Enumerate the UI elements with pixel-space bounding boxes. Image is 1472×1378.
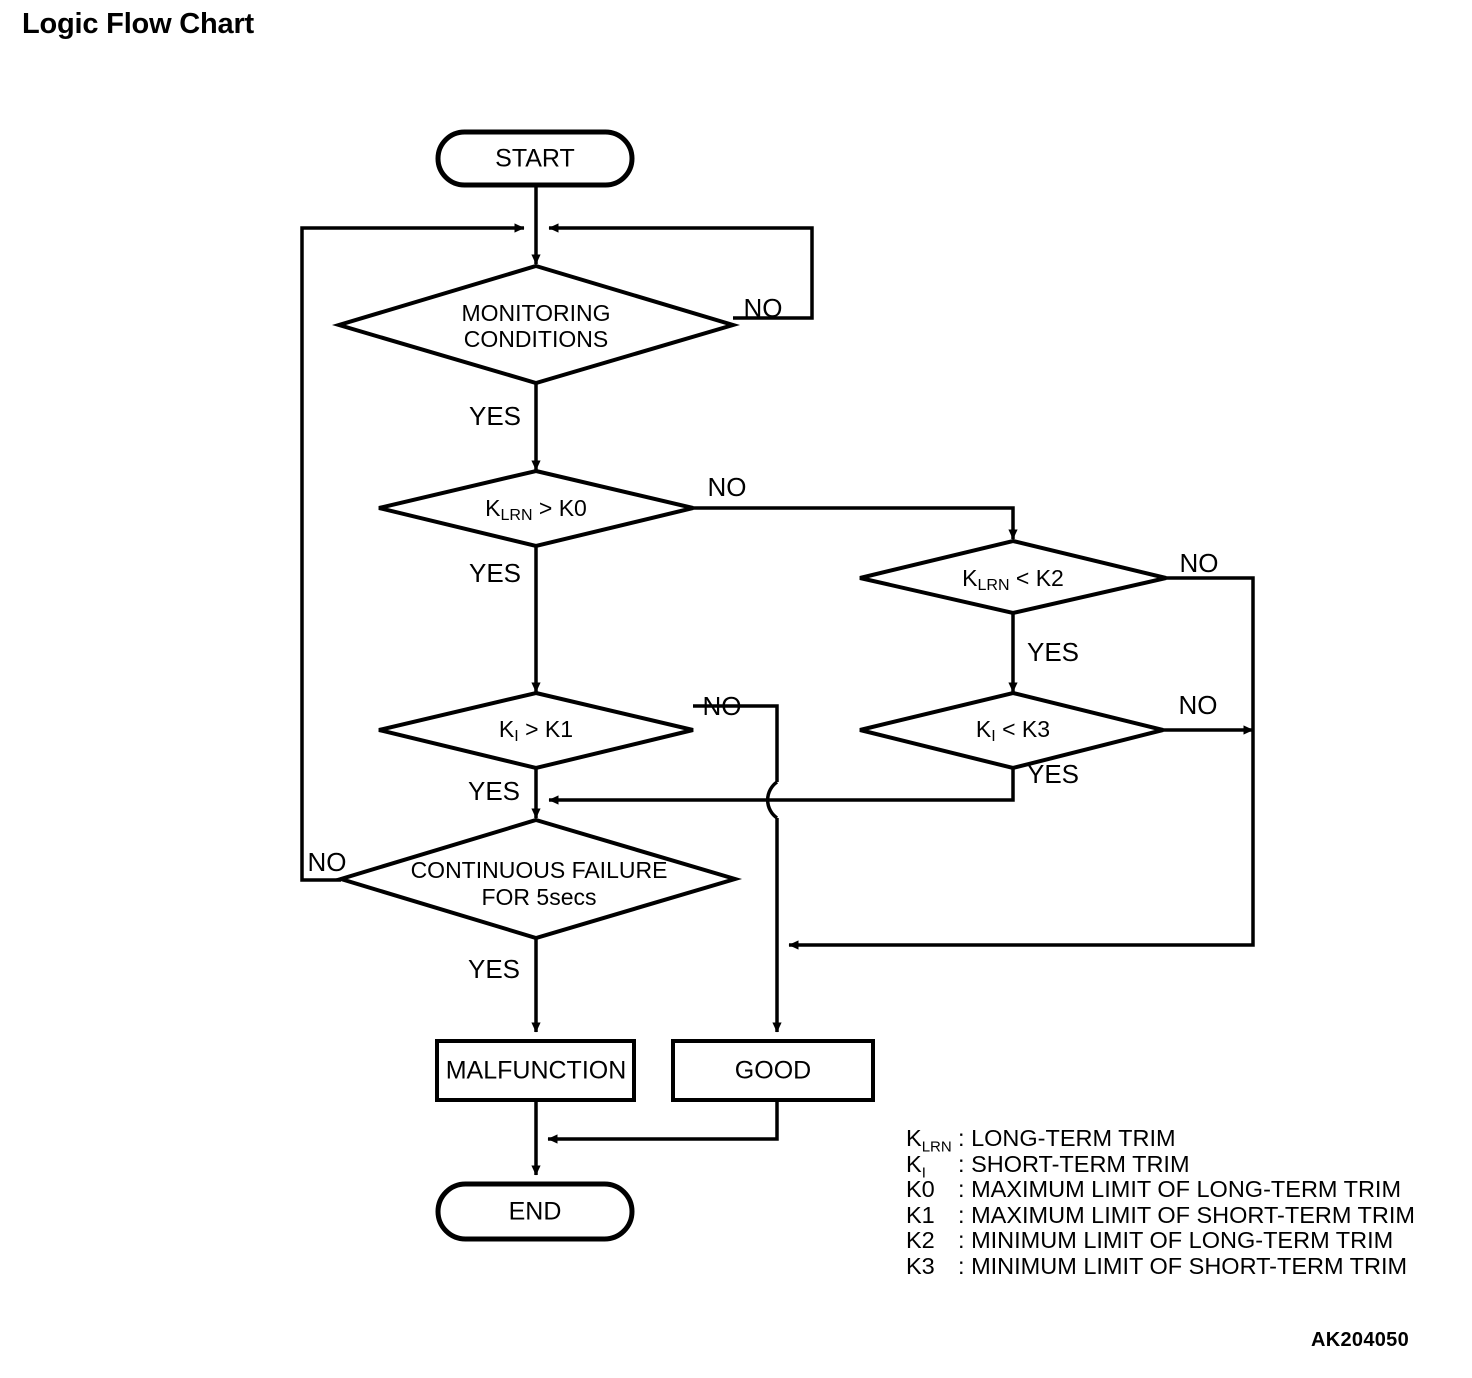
node-ki-lt-k3: KI < K3 (859, 690, 1164, 771)
legend-separator: : (958, 1201, 965, 1228)
legend-description: SHORT-TERM TRIM (971, 1150, 1190, 1177)
legend-symbol: KLRN (906, 1125, 952, 1156)
legend-description: MINIMUM LIMIT OF LONG-TERM TRIM (971, 1227, 1394, 1253)
node-ki-lt-k3-subscript: I (991, 728, 995, 745)
legend-row: KLRN: LONG-TERM TRIM (906, 1125, 1415, 1155)
legend-description: MAXIMUM LIMIT OF LONG-TERM TRIM (971, 1176, 1402, 1202)
legend-row: KI: SHORT-TERM TRIM (906, 1150, 1415, 1181)
node-klrn-gt-k0: KLRN > K0 (378, 468, 694, 549)
edge-continuous-failure-no-loop (300, 223, 525, 882)
edge-good-to-end (547, 1100, 779, 1144)
node-start-label: START (495, 145, 575, 173)
node-monitoring-conditions: MONITORING CONDITIONS (331, 263, 741, 386)
node-klrn-lt-k2-rest: < K2 (1010, 565, 1064, 591)
node-ki-gt-k1-label: KI > K1 (499, 716, 573, 745)
edge-ki-k3-yes-to-continuous (548, 768, 1015, 805)
legend-symbol: K2 (906, 1227, 935, 1253)
legend-description: MINIMUM LIMIT OF SHORT-TERM TRIM (971, 1252, 1408, 1279)
node-good: GOOD (671, 1039, 875, 1102)
node-ki-gt-k1: KI > K1 (378, 690, 694, 771)
edge-right-bus-to-good (788, 730, 1255, 950)
branch-label-continuous-failure-yes: YES (468, 954, 520, 984)
legend: KLRN: LONG-TERM TRIM KI: SHORT-TERM TRIM… (906, 1125, 1415, 1280)
edge-klrn-k2-no (1166, 576, 1255, 730)
node-klrn-lt-k2-subscript: LRN (977, 577, 1009, 594)
line-jump-hop-arc (765, 780, 779, 820)
legend-symbol: KI (906, 1150, 926, 1182)
branch-label-monitoring-yes: YES (469, 401, 521, 431)
legend-description: MAXIMUM LIMIT OF SHORT-TERM TRIM (971, 1201, 1415, 1228)
branch-label-monitoring-no: NO (744, 293, 783, 323)
node-monitoring-label-line2: CONDITIONS (464, 326, 608, 352)
legend-row: K2: MINIMUM LIMIT OF LONG-TERM TRIM (906, 1227, 1415, 1254)
legend-row: K3: MINIMUM LIMIT OF SHORT-TERM TRIM (906, 1252, 1415, 1280)
page-title: Logic Flow Chart (22, 8, 255, 40)
branch-label-ki-k3-no: NO (1179, 690, 1218, 720)
branch-label-continuous-failure-no: NO (308, 847, 347, 877)
edge-ki-k1-no-seg1 (693, 704, 779, 782)
node-klrn-gt-k0-rest: > K0 (533, 495, 587, 521)
node-ki-lt-k3-label: KI < K3 (976, 716, 1050, 745)
node-ki-gt-k1-symbol: K (499, 716, 515, 742)
node-continuous-failure: CONTINUOUS FAILURE FOR 5secs (334, 817, 743, 941)
node-klrn-gt-k0-symbol: K (485, 495, 501, 521)
branch-label-ki-k1-no: NO (703, 691, 742, 721)
edge-monitoring-no-loop (548, 223, 814, 320)
legend-separator: : (958, 1227, 965, 1253)
node-ki-lt-k3-rest: < K3 (996, 716, 1050, 742)
legend-row: K0: MAXIMUM LIMIT OF LONG-TERM TRIM (906, 1176, 1415, 1203)
node-good-label: GOOD (735, 1057, 811, 1085)
legend-symbol: K0 (906, 1176, 935, 1202)
branch-label-klrn-k0-yes: YES (469, 558, 521, 588)
node-monitoring-label-line1: MONITORING (461, 300, 610, 326)
branch-label-klrn-k2-yes: YES (1027, 637, 1079, 667)
legend-description: LONG-TERM TRIM (971, 1125, 1176, 1151)
node-continuous-failure-label-line1: CONTINUOUS FAILURE (411, 857, 668, 883)
branch-label-ki-k1-yes: YES (468, 776, 520, 806)
node-klrn-lt-k2-symbol: K (962, 565, 978, 591)
node-end: END (435, 1181, 635, 1242)
node-ki-gt-k1-subscript: I (514, 728, 518, 745)
node-malfunction: MALFUNCTION (435, 1039, 636, 1102)
legend-row: K1: MAXIMUM LIMIT OF SHORT-TERM TRIM (906, 1201, 1415, 1229)
node-continuous-failure-label-line2: FOR 5secs (481, 884, 596, 910)
legend-symbol: K1 (906, 1201, 935, 1228)
legend-symbol: K3 (906, 1252, 935, 1279)
legend-separator: : (958, 1176, 965, 1202)
branch-label-klrn-k2-no: NO (1180, 548, 1219, 578)
reference-code: AK204050 (1311, 1329, 1410, 1351)
node-klrn-gt-k0-label: KLRN > K0 (485, 495, 587, 524)
node-klrn-lt-k2-label: KLRN < K2 (962, 565, 1064, 594)
node-start: START (435, 129, 635, 188)
node-end-label: END (509, 1198, 562, 1226)
node-klrn-lt-k2: KLRN < K2 (859, 538, 1167, 616)
branch-label-ki-k3-yes: YES (1027, 759, 1079, 789)
node-malfunction-label: MALFUNCTION (446, 1057, 627, 1085)
node-ki-lt-k3-symbol: K (976, 716, 992, 742)
branch-label-klrn-k0-no: NO (708, 472, 747, 502)
node-ki-gt-k1-rest: > K1 (519, 716, 573, 742)
legend-separator: : (958, 1252, 965, 1279)
legend-separator: : (958, 1125, 965, 1151)
edge-klrn-k0-no (693, 506, 1018, 540)
legend-separator: : (958, 1150, 965, 1177)
node-klrn-gt-k0-subscript: LRN (500, 507, 532, 524)
